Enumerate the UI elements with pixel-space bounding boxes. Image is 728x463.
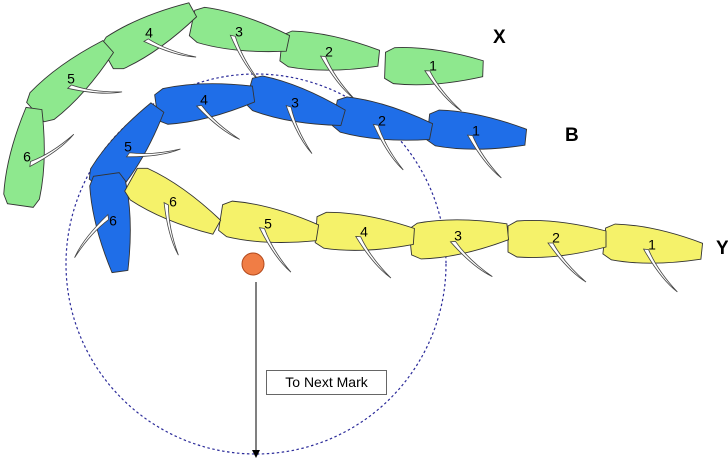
boat-x-2 <box>279 30 381 100</box>
boat-hull <box>88 102 165 195</box>
boat-y-4 <box>314 211 415 279</box>
boat-sail <box>354 235 392 279</box>
fleet-x: 1 2 3 4 5 6 <box>3 2 484 208</box>
boat-hull <box>218 200 320 243</box>
boat-number: 3 <box>235 24 243 40</box>
boat-hull <box>279 30 381 71</box>
boat-sail <box>372 123 404 171</box>
boat-number: 1 <box>648 237 656 253</box>
boat-hull <box>100 2 198 70</box>
boat-hull <box>408 219 510 260</box>
boat-number: 4 <box>360 224 368 240</box>
boat-number: 2 <box>552 230 560 246</box>
boat-y-5 <box>218 200 320 273</box>
boat-sail <box>424 70 462 112</box>
boat-hull <box>507 219 607 259</box>
boat-sail <box>642 248 678 293</box>
boat-b-1 <box>426 109 528 179</box>
boat-y-3 <box>408 219 510 277</box>
boat-sail <box>258 227 292 273</box>
fleet-label-y: Y <box>716 238 728 259</box>
fleet-label-layer: X B Y <box>493 27 728 259</box>
boat-b-4 <box>154 83 256 140</box>
boat-sail <box>66 84 123 94</box>
boat-number: 5 <box>67 71 75 87</box>
boat-number: 4 <box>200 92 208 108</box>
boat-sail <box>285 105 313 154</box>
boat-number: 3 <box>291 95 299 111</box>
boat-hull <box>426 109 528 150</box>
boat-b-6 <box>74 172 131 274</box>
boat-b-5 <box>88 102 181 195</box>
fleet-y: 1 2 3 4 5 6 <box>124 167 704 293</box>
boat-b-2 <box>331 96 434 171</box>
boat-y-1 <box>602 223 704 293</box>
boat-number: 5 <box>124 139 132 155</box>
boat-number: 6 <box>169 194 177 210</box>
boat-sail <box>29 133 75 168</box>
boat-x-5 <box>26 40 123 123</box>
boat-hull <box>26 40 115 123</box>
boat-x-6 <box>3 106 75 208</box>
boat-y-2 <box>507 219 607 283</box>
boat-sail <box>449 240 493 277</box>
boat-sail <box>74 213 110 258</box>
boat-number: 6 <box>23 149 31 165</box>
boat-sail <box>163 201 179 256</box>
boat-layer: 1 2 3 4 5 6 1 2 3 4 5 6 1 2 3 4 5 6 <box>3 2 704 293</box>
fleet-label-x: X <box>493 27 506 48</box>
boat-hull <box>188 6 291 53</box>
boat-number: 2 <box>378 113 386 129</box>
boat-number: 3 <box>454 228 462 244</box>
boat-sail <box>466 134 502 179</box>
boat-number: 6 <box>109 213 117 229</box>
boat-x-1 <box>384 47 484 112</box>
boat-hull <box>154 83 256 125</box>
boat-number: 1 <box>429 58 437 74</box>
fleet-label-b: B <box>565 125 579 146</box>
to-next-mark-label: To Next Mark <box>266 370 387 395</box>
boat-hull <box>244 75 346 126</box>
boat-x-3 <box>188 6 291 82</box>
boat-sail <box>195 104 240 140</box>
boat-number: 1 <box>472 123 480 139</box>
boat-y-6 <box>124 167 222 256</box>
boat-hull <box>314 211 415 251</box>
mark-layer <box>241 252 265 458</box>
fleet-b: 1 2 3 4 5 6 <box>74 75 528 274</box>
boat-hull <box>3 106 45 208</box>
boat-sail <box>547 242 587 283</box>
boat-hull <box>331 96 434 141</box>
boat-hull <box>89 172 131 274</box>
zone-circle-layer <box>65 73 447 455</box>
three-length-zone-circle <box>65 73 447 455</box>
boat-number: 4 <box>145 25 153 41</box>
boat-hull <box>124 167 222 235</box>
mark-buoy <box>241 252 265 276</box>
boat-b-3 <box>244 75 346 154</box>
boat-sail <box>143 38 197 58</box>
boat-number: 2 <box>325 44 333 60</box>
boat-x-4 <box>100 2 198 70</box>
boat-hull <box>384 47 484 86</box>
boat-number: 5 <box>264 216 272 232</box>
boat-sail <box>125 148 181 158</box>
boat-hull <box>602 223 704 264</box>
